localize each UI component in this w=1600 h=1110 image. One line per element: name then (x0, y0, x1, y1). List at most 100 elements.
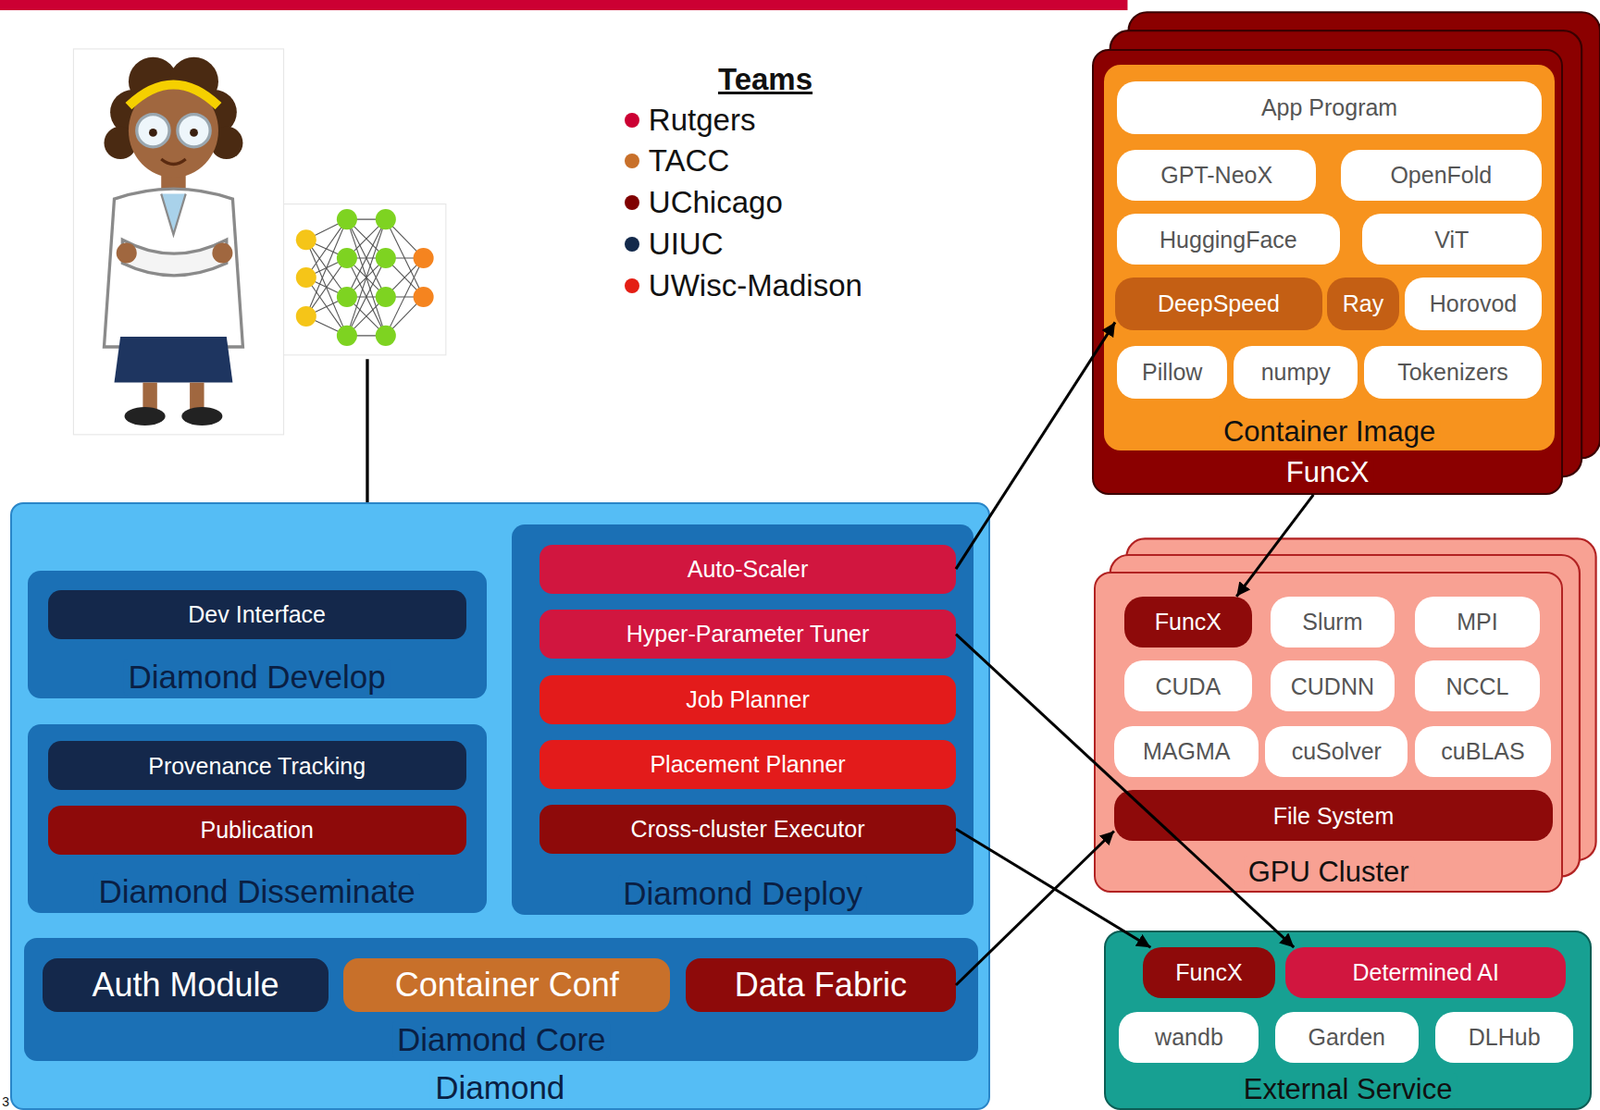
neural-network-icon (375, 286, 397, 308)
component-label: OpenFold (1389, 161, 1492, 189)
component-pill: File System (1114, 790, 1553, 842)
scientist-illustration (103, 188, 243, 348)
neural-network-icon (375, 209, 397, 230)
panel-title: Diamond Core (392, 1021, 611, 1059)
component-label: App Program (1261, 94, 1398, 122)
scientist-illustration (148, 128, 158, 137)
component-label: FuncX (1175, 959, 1242, 987)
group-panel: Auth Module Container Conf Data FabricDiam… (24, 938, 979, 1061)
component-pill: Cross-cluster Executor (539, 805, 956, 855)
scientist-illustration (122, 239, 226, 276)
legend-swatch (624, 153, 640, 169)
scientist-illustration (124, 407, 166, 426)
group-panel: FuncXSlurmMPICUDACUDNNNCCLMAGMAcuSolverc… (1093, 571, 1563, 894)
component-pill: OpenFold (1340, 149, 1542, 201)
panel-title: Diamond (430, 1069, 570, 1107)
component-label: Job Planner (685, 686, 809, 714)
component-pill: Hyper-Parameter Tuner (539, 609, 956, 659)
component-label: GPT-NeoX (1160, 161, 1273, 189)
component-label: Container Conf (395, 966, 620, 1005)
component-pill: cuSolver (1265, 726, 1408, 778)
panel-title: Diamond Disseminate (93, 873, 420, 911)
component-pill: Auto-Scaler (539, 545, 956, 595)
component-label: CUDA (1154, 673, 1221, 701)
header-bar (0, 0, 1128, 11)
group-panel: Auto-ScalerHyper-Parameter TunerJob Plan… (511, 524, 973, 916)
component-label: Garden (1308, 1024, 1386, 1052)
component-label: cuBLAS (1440, 738, 1525, 766)
component-pill: Publication (48, 806, 467, 856)
group-panel: App ProgramGPT-NeoX OpenFoldHuggingFace Vi… (1103, 64, 1555, 451)
component-pill: Data Fabric (685, 958, 956, 1012)
component-pill: HuggingFace (1116, 213, 1340, 265)
legend-label: UWisc-Madison (648, 268, 863, 304)
neural-network-icon (306, 258, 348, 317)
neural-network-icon (347, 219, 386, 336)
component-label: HuggingFace (1159, 226, 1298, 254)
component-label: Tokenizers (1397, 359, 1509, 386)
scientist-illustration (73, 49, 284, 435)
component-pill: DeepSpeed (1115, 277, 1323, 331)
legend-entry: UWisc-Madison (624, 267, 863, 305)
legend-swatch (624, 236, 640, 252)
component-label: FuncX (1154, 608, 1222, 636)
component-label: CUDNN (1290, 673, 1375, 701)
legend-label: UChicago (648, 185, 783, 221)
panel-title: Diamond Deploy (618, 875, 868, 913)
panel-title: Diamond Develop (124, 658, 391, 696)
component-label: Determined AI (1352, 959, 1500, 987)
component-pill: ViT (1362, 213, 1542, 265)
panel-title: External Service (1239, 1073, 1458, 1107)
scientist-illustration (136, 114, 170, 148)
neural-network-icon (306, 277, 348, 336)
component-pill: Provenance Tracking (48, 741, 467, 791)
scientist-illustration (128, 85, 219, 107)
component-pill: Determined AI (1285, 947, 1566, 999)
component-pill: Tokenizers (1364, 346, 1542, 399)
component-label: Placement Planner (649, 751, 845, 779)
legend-swatch (624, 278, 640, 294)
neural-network-icon (413, 248, 435, 269)
component-pill: Ray (1327, 277, 1399, 331)
component-label: Auto-Scaler (687, 556, 809, 583)
component-label: Slurm (1302, 608, 1363, 636)
component-label: Auth Module (91, 966, 279, 1005)
component-label: Dev Interface (187, 601, 326, 629)
component-label: Ray (1342, 290, 1384, 318)
component-label: Data Fabric (734, 966, 907, 1005)
connector-arrow (955, 322, 1116, 570)
neural-network-icon (375, 248, 397, 269)
neural-network-icon (306, 219, 424, 336)
page-number: 3 (1, 1094, 10, 1110)
group-panel: Dev InterfaceDiamond DevelopProvenance T… (10, 502, 991, 1110)
component-pill: NCCL (1414, 660, 1540, 712)
neural-network-icon (375, 325, 397, 347)
component-label: Hyper-Parameter Tuner (626, 620, 870, 648)
neural-network-icon (284, 204, 447, 356)
neural-network-icon (296, 209, 435, 347)
component-pill: FuncX (1142, 947, 1276, 999)
component-pill: MAGMA (1114, 726, 1260, 778)
neural-network-icon (336, 286, 358, 308)
scientist-illustration (73, 49, 284, 435)
neural-network-icon (296, 229, 317, 250)
legend-entry: TACC (624, 142, 730, 180)
group-panel: App ProgramGPT-NeoX OpenFoldHuggingFace Vi… (1091, 49, 1563, 496)
legend-swatch (624, 112, 640, 128)
component-label: numpy (1261, 359, 1331, 386)
component-pill: CUDNN (1270, 660, 1396, 712)
component-pill: CUDA (1124, 660, 1253, 712)
component-pill: App Program (1116, 81, 1542, 135)
component-pill: DLHub (1435, 1012, 1574, 1064)
component-label: Pillow (1141, 359, 1203, 386)
component-label: NCCL (1445, 673, 1509, 701)
panel-title: Container Image (1218, 415, 1440, 449)
component-pill: Horovod (1404, 277, 1542, 331)
component-pill: Garden (1275, 1012, 1418, 1064)
neural-network-icon (347, 219, 386, 336)
scientist-illustration (189, 128, 199, 137)
neural-network-icon (336, 325, 358, 347)
neural-network-icon (413, 286, 435, 308)
component-label: MAGMA (1142, 738, 1230, 766)
